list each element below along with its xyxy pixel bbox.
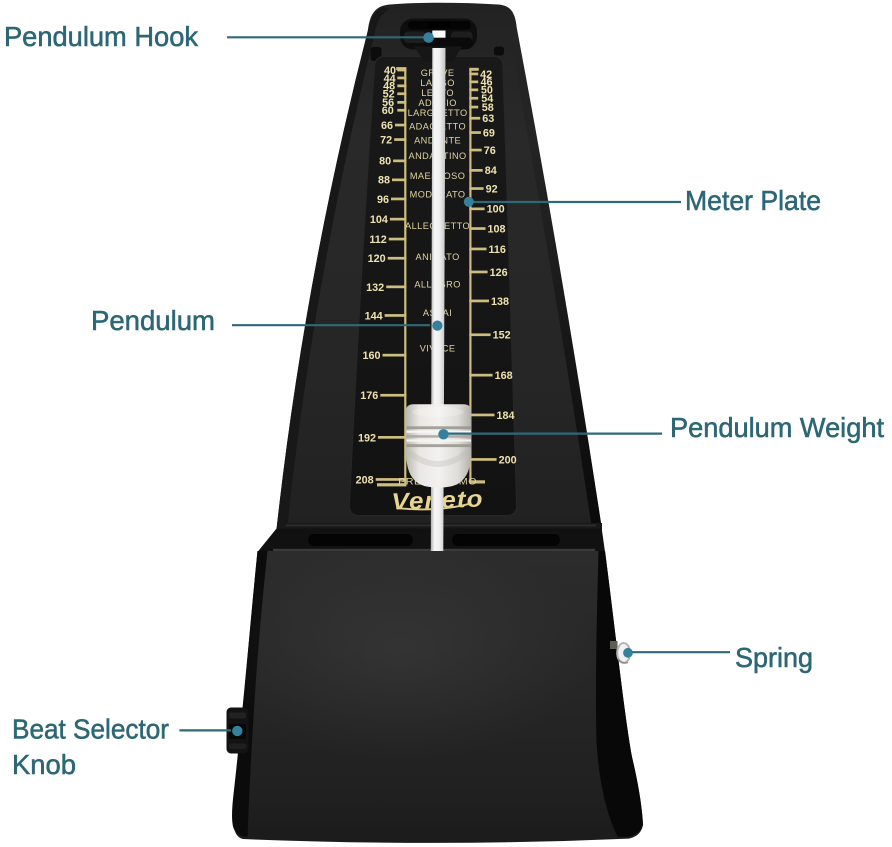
svg-text:108: 108 [488, 224, 506, 236]
svg-text:138: 138 [491, 296, 509, 308]
svg-text:100: 100 [487, 204, 505, 216]
svg-text:72: 72 [380, 134, 392, 146]
svg-text:144: 144 [365, 310, 383, 322]
svg-text:Spring: Spring [735, 642, 813, 673]
svg-text:Meter Plate: Meter Plate [685, 185, 821, 216]
svg-text:48: 48 [383, 81, 395, 93]
svg-text:80: 80 [379, 156, 391, 168]
svg-text:Pendulum Hook: Pendulum Hook [4, 21, 199, 52]
svg-text:208: 208 [356, 474, 374, 486]
svg-text:54: 54 [481, 93, 493, 105]
svg-text:76: 76 [484, 145, 496, 157]
svg-text:Pendulum: Pendulum [91, 305, 215, 336]
svg-text:132: 132 [366, 282, 384, 294]
svg-text:56: 56 [382, 97, 394, 109]
svg-text:44: 44 [384, 73, 396, 85]
svg-text:66: 66 [381, 120, 393, 132]
svg-text:63: 63 [482, 113, 494, 125]
svg-text:116: 116 [489, 244, 506, 256]
svg-text:160: 160 [362, 350, 380, 362]
svg-text:Pendulum Weight: Pendulum Weight [670, 412, 884, 443]
svg-text:168: 168 [495, 370, 513, 382]
svg-text:42: 42 [480, 69, 492, 81]
svg-text:120: 120 [368, 253, 386, 265]
svg-text:152: 152 [493, 330, 511, 342]
svg-text:52: 52 [383, 89, 395, 101]
svg-text:46: 46 [481, 77, 493, 89]
svg-text:192: 192 [358, 432, 376, 444]
svg-text:104: 104 [370, 214, 388, 226]
svg-text:176: 176 [360, 390, 378, 402]
svg-text:60: 60 [382, 105, 394, 117]
svg-text:Beat Selector: Beat Selector [12, 714, 169, 745]
svg-text:40: 40 [384, 65, 396, 77]
svg-text:69: 69 [483, 128, 495, 140]
svg-text:200: 200 [499, 454, 517, 466]
svg-text:Knob: Knob [12, 749, 76, 780]
svg-text:184: 184 [497, 410, 515, 422]
svg-text:92: 92 [486, 183, 498, 195]
svg-text:126: 126 [490, 267, 508, 279]
svg-text:112: 112 [369, 234, 386, 246]
svg-text:84: 84 [485, 165, 497, 177]
svg-text:88: 88 [378, 175, 390, 187]
svg-text:96: 96 [377, 194, 389, 206]
svg-text:50: 50 [481, 85, 493, 97]
svg-text:58: 58 [482, 102, 494, 114]
